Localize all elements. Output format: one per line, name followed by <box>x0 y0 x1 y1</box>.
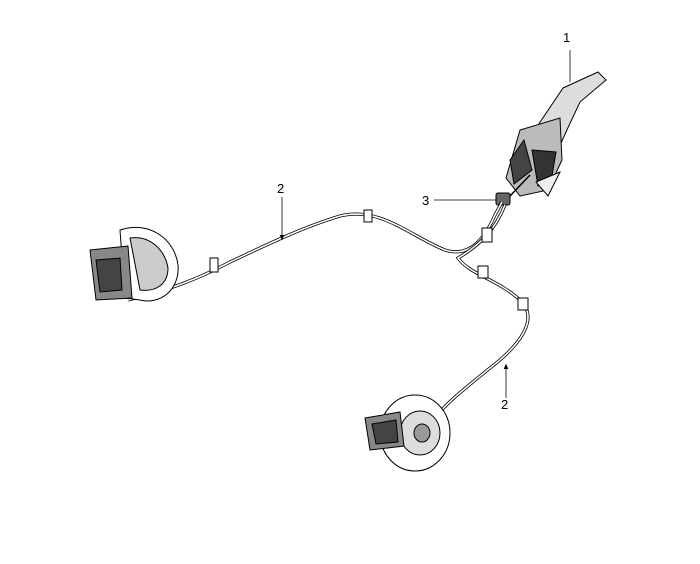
equalizer <box>495 174 531 206</box>
callout-lines <box>279 50 571 398</box>
parking-brake-lever <box>505 71 607 197</box>
callout-3: 3 <box>422 193 430 208</box>
callout-2-right: 2 <box>501 397 509 412</box>
cable-brackets <box>209 209 529 311</box>
rear-brake-right <box>364 394 451 472</box>
callout-2-left: 2 <box>277 181 285 196</box>
callout-1: 1 <box>563 30 571 45</box>
cable-left-inner <box>127 201 503 301</box>
rear-brake-left <box>89 226 179 302</box>
